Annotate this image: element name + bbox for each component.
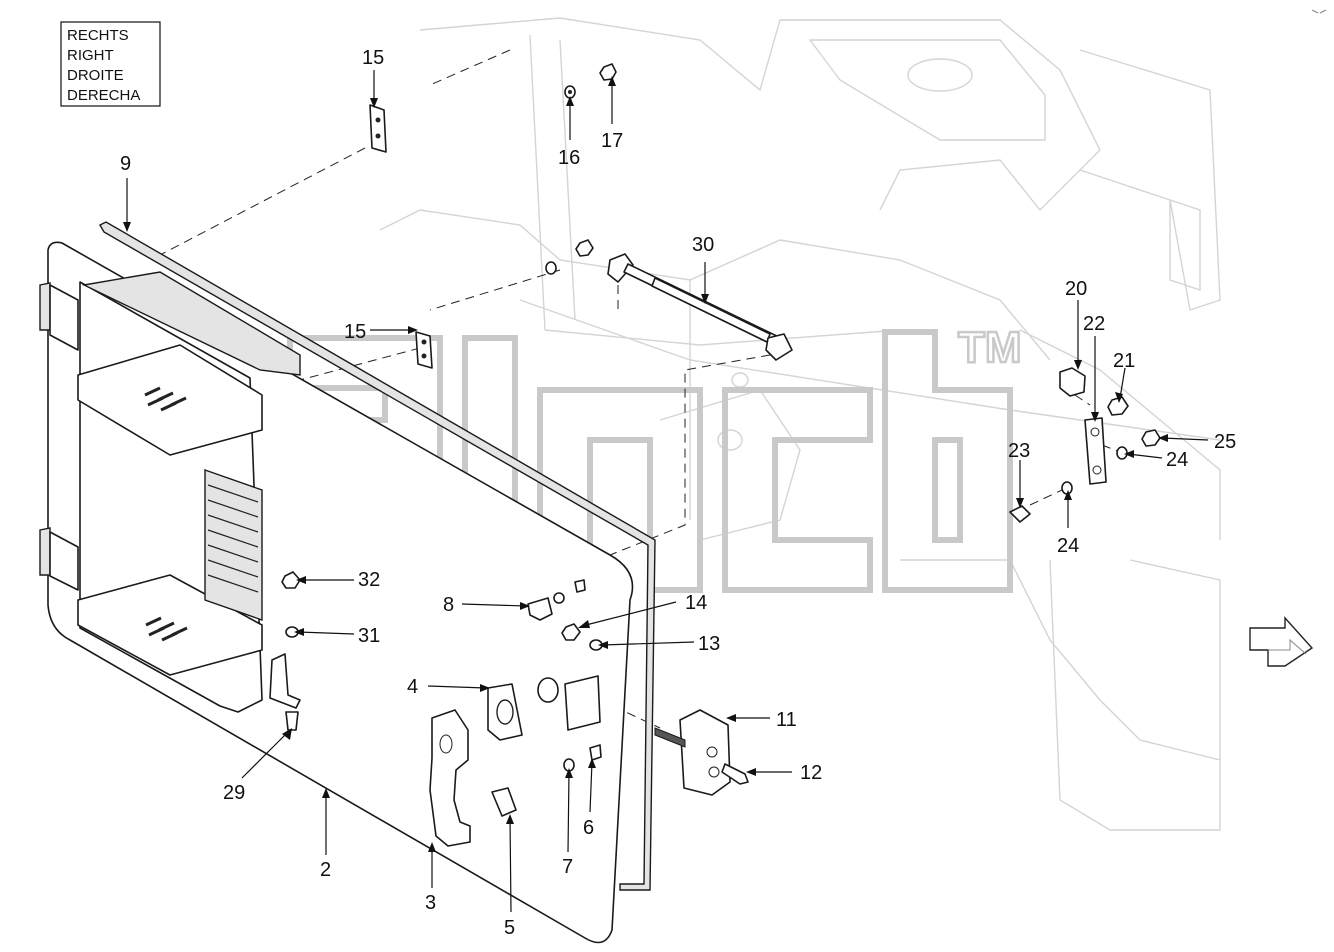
bracket-15-top [369,104,387,153]
callout-labels: 15 16 17 9 30 15 20 22 21 25 23 24 24 32… [120,47,1236,939]
bolt-12 [721,763,749,785]
callout-12: 12 [800,762,822,784]
screw-8 [574,579,586,593]
callout-31: 31 [358,625,380,647]
door-seal [99,221,656,891]
direction-arrow-icon [1249,616,1314,667]
callout-24-lower: 24 [1057,535,1079,557]
nut-14 [561,623,581,641]
screw-6 [589,744,602,761]
callout-13: 13 [698,633,720,655]
lang-french: DROITE [67,67,124,84]
callout-24-right: 24 [1166,449,1188,471]
callout-22: 22 [1083,313,1105,335]
callout-30: 30 [692,234,714,256]
nut-upper [575,239,594,257]
nut-32 [281,571,301,589]
nut-21 [1107,396,1129,416]
callout-leaders [126,70,1209,913]
watermark-trademark: TM [958,323,1022,372]
washer-upper [545,261,557,275]
callout-3: 3 [425,892,436,914]
callout-21: 21 [1113,350,1135,372]
callout-17: 17 [601,130,623,152]
callout-8: 8 [443,594,454,616]
door-panel [39,241,634,944]
gas-strut-30 [607,253,793,361]
washer-24b [1061,481,1073,495]
callout-11: 11 [776,709,797,731]
catch-8 [527,597,553,621]
plate-pad [564,675,601,731]
washer-8 [553,592,565,604]
lang-spanish: DERECHA [67,87,140,104]
nut-25 [1141,429,1161,447]
callout-32: 32 [358,569,380,591]
nut-17 [599,63,617,81]
callout-5: 5 [504,917,515,939]
bolt-23 [1009,505,1031,523]
callout-29: 29 [223,782,245,804]
washer-24a [1116,446,1128,460]
bezel-4 [487,683,523,741]
callout-14: 14 [685,592,707,614]
lang-german: RECHTS [67,27,129,44]
lang-english: RIGHT [67,47,114,64]
bracket-15-middle [415,331,433,369]
background-frame-ghost [379,17,1221,831]
callout-16: 16 [558,147,580,169]
handle-3 [429,709,471,847]
callout-23: 23 [1008,440,1030,462]
callout-20: 20 [1065,278,1087,300]
latch-body-11 [654,709,731,796]
callout-6: 6 [583,817,594,839]
grommet [537,677,559,703]
callout-arrowheads [123,76,1168,852]
callout-15-top: 15 [362,47,384,69]
callout-25: 25 [1214,431,1236,453]
hook-bracket [269,653,301,709]
striker-bolt-20 [1059,367,1086,397]
callout-7: 7 [562,856,573,878]
plate-22 [1084,417,1107,485]
language-box: RECHTS RIGHT DROITE DERECHA [60,21,161,107]
corner-mark-icon [1311,9,1327,14]
bolt-29 [285,711,299,731]
callout-15-middle: 15 [344,321,366,343]
callout-9: 9 [120,153,131,175]
callout-4: 4 [407,676,418,698]
callout-2: 2 [320,859,331,881]
mount-5 [491,787,517,817]
